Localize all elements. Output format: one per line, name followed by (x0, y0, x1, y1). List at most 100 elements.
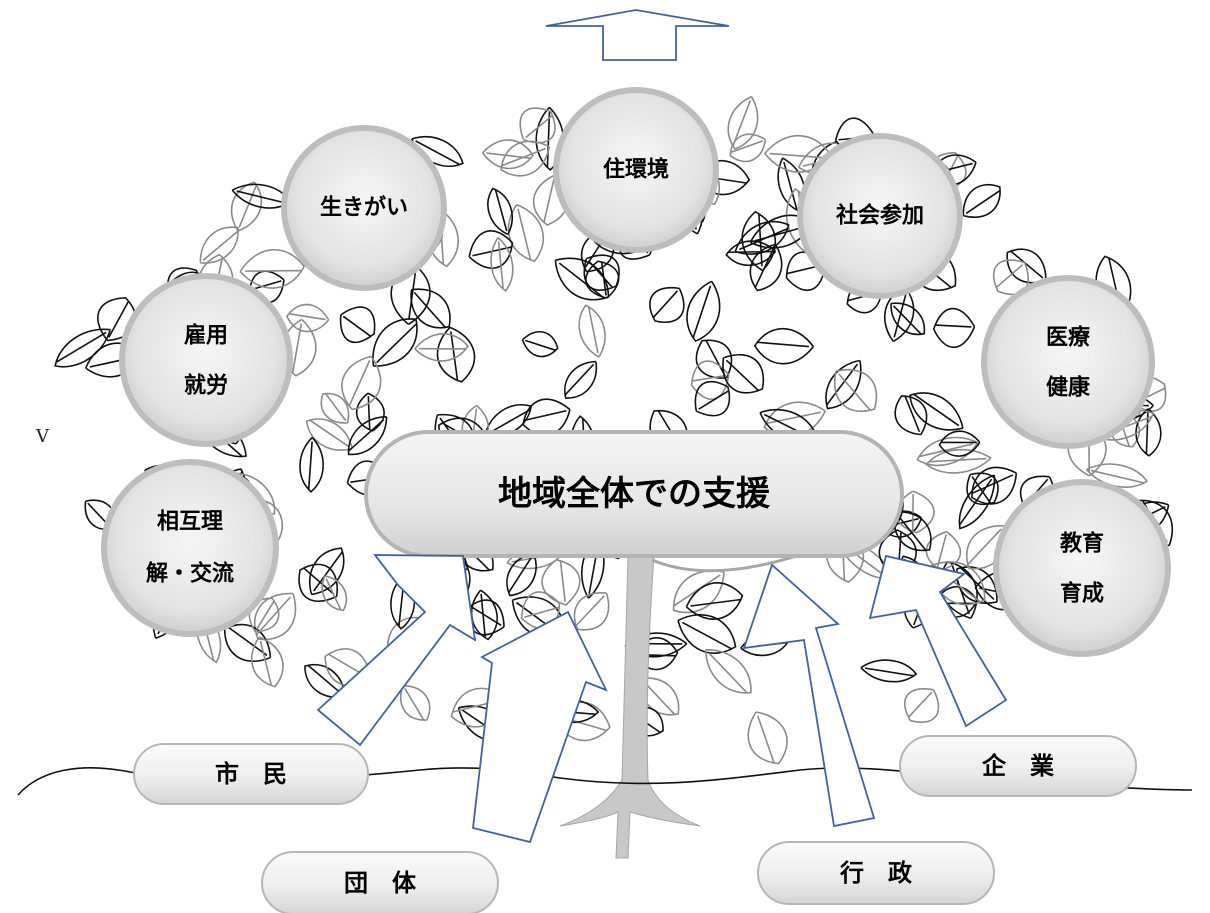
leaf-shape (506, 552, 537, 597)
leaf-shape (834, 369, 878, 413)
leaf-shape (992, 259, 1029, 296)
arrow-from-dantai (472, 610, 608, 844)
theme-circles: 住環境 生きがい 社会参加 雇用 就労 医療 健康 相互理 解・交流 教育 (101, 87, 1171, 657)
circle-iryo: 医療 健康 (981, 275, 1155, 449)
circle-label: 社会参加 (836, 203, 924, 229)
leaf-shape (729, 133, 767, 163)
leaf-shape (893, 511, 932, 552)
leaf-shape (932, 307, 976, 349)
center-label: 地域全体での支援 (498, 474, 771, 514)
leaf-shape (685, 582, 744, 620)
circle-label: 健康 (1046, 375, 1091, 401)
leaf-shape (649, 286, 685, 323)
leaf-shape (694, 380, 731, 417)
leaf-shape (583, 254, 620, 291)
leaf-shape (410, 288, 451, 329)
leaf-shape (507, 203, 544, 263)
circle-kyoiku: 教育 育成 (993, 479, 1171, 657)
circle-label: 就労 (184, 373, 228, 399)
leaf-shape (1135, 408, 1162, 457)
leaf-shape (686, 280, 721, 343)
leaf-shape (578, 304, 606, 358)
leaf-shape (763, 401, 827, 438)
support-arrows (316, 554, 1008, 844)
leaf-shape (320, 392, 350, 424)
arrow-from-kigyo (868, 554, 1008, 728)
circle-label: 相互理 (157, 510, 223, 535)
center-pill: 地域全体での支援 (364, 430, 904, 558)
actor-pills: 市 民 企 業 団 体 行 政 (133, 735, 1137, 913)
actor-gyosei: 行 政 (757, 841, 995, 905)
circle-shakai: 社会参加 (797, 133, 963, 299)
leaf-shape (722, 353, 765, 394)
leaf-shape (54, 328, 112, 368)
leaf-shape (747, 711, 788, 765)
actor-dantai: 団 体 (261, 851, 499, 913)
leaf-shape (690, 360, 730, 401)
leaf-shape (436, 326, 476, 383)
leaf-shape (470, 589, 498, 641)
actor-label: 企 業 (982, 752, 1054, 780)
actor-label: 行 政 (839, 859, 912, 887)
leaf-shape (304, 664, 346, 698)
leaf-shape (916, 436, 979, 467)
leaf-shape (347, 416, 388, 456)
leaf-shape (958, 474, 996, 530)
leaf-shape (1006, 248, 1047, 284)
actor-label: 市 民 (215, 760, 287, 788)
circle-label: 生きがい (320, 195, 408, 221)
leaf-shape (490, 236, 514, 292)
leaf-shape (962, 183, 1001, 218)
leaf-shape (321, 575, 348, 612)
leaf-shape (563, 360, 598, 399)
leaf-shape (298, 563, 338, 602)
leaf-shape (825, 359, 862, 410)
leaf-shape (400, 684, 431, 721)
leaf-shape (339, 306, 376, 344)
circle-koyo: 雇用 就労 (119, 273, 293, 447)
actor-shimin: 市 民 (133, 743, 369, 805)
circle-label: 雇用 (184, 323, 228, 349)
leaf-shape (230, 181, 263, 232)
circle-label: 解・交流 (146, 561, 234, 587)
leaf-shape (734, 220, 790, 255)
leaf-shape (286, 303, 330, 333)
stray-mark: V (35, 426, 50, 447)
leaf-shape (904, 688, 940, 723)
leaf-shape (355, 392, 385, 432)
leaf-shape (727, 95, 759, 150)
circle-ikigai: 生きがい (281, 125, 447, 291)
leaf-shape (704, 649, 752, 694)
leaf-shape (890, 302, 925, 336)
leaf-shape (938, 430, 981, 457)
leaf-shape (414, 333, 469, 362)
circle-label: 住環境 (603, 157, 669, 183)
leaf-shape (677, 614, 737, 654)
leaf-shape (341, 355, 382, 411)
leaf-shape (299, 436, 324, 493)
leaf-shape (753, 327, 815, 365)
top-up-arrow (545, 9, 730, 61)
leaf-shape (573, 592, 610, 631)
leaf-shape (487, 187, 513, 236)
leaf-shape (305, 418, 353, 451)
leaf-shape (199, 226, 239, 264)
leaf-shape (250, 636, 284, 688)
actor-label: 団 体 (344, 869, 417, 897)
leaf-shape (541, 558, 581, 606)
leaf-shape (482, 139, 534, 170)
circle-label: 育成 (1060, 581, 1104, 607)
leaf-shape (239, 249, 306, 289)
leaf-shape (695, 339, 733, 379)
leaf-shape (521, 331, 559, 358)
circle-label: 医療 (1046, 325, 1090, 351)
leaf-shape (248, 597, 280, 633)
arrow-from-shimin (316, 554, 477, 747)
circle-label: 教育 (1060, 531, 1104, 557)
circle-sumikankyo: 住環境 (553, 87, 719, 253)
arrow-from-gyosei (742, 563, 876, 828)
circle-sogo: 相互理 解・交流 (101, 459, 279, 637)
leaf-shape (519, 107, 556, 144)
actor-kigyo: 企 業 (899, 735, 1137, 797)
